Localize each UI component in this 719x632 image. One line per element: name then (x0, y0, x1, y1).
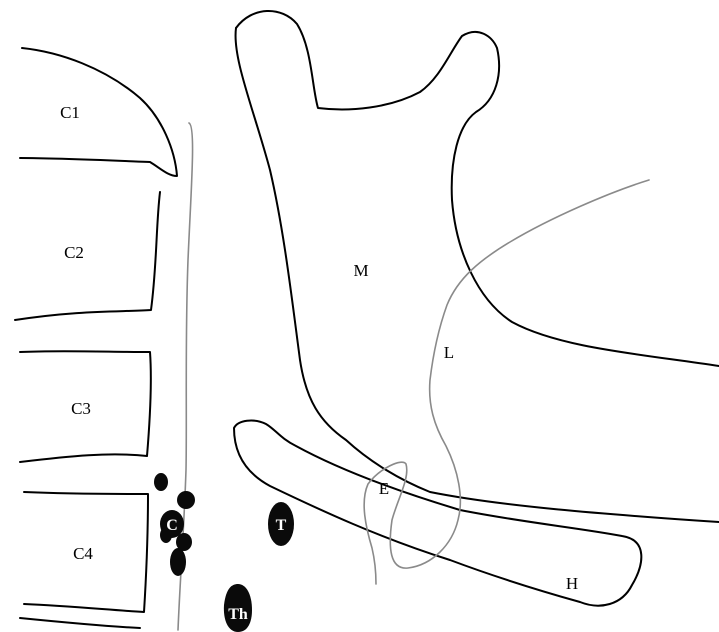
label-l: L (444, 343, 454, 362)
label-t: T (276, 517, 287, 534)
blob-1 (154, 473, 168, 491)
m-structure-lower-outline (236, 28, 719, 522)
label-h: H (566, 574, 578, 593)
h-structure-outline (234, 421, 641, 606)
m-structure-outline (236, 11, 719, 366)
c1-vertebra-outline (20, 48, 177, 176)
c2-vertebra-outline (15, 192, 160, 320)
label-e: E (379, 479, 389, 498)
label-c3: C3 (71, 399, 91, 418)
l-curve (364, 180, 649, 584)
label-c4: C4 (73, 544, 93, 563)
label-c: C (166, 517, 178, 534)
blob-2 (177, 491, 195, 509)
label-th: Th (228, 606, 248, 623)
label-c1: C1 (60, 103, 80, 122)
label-c2: C2 (64, 243, 84, 262)
label-m: M (353, 261, 368, 280)
blob-5 (170, 548, 186, 576)
